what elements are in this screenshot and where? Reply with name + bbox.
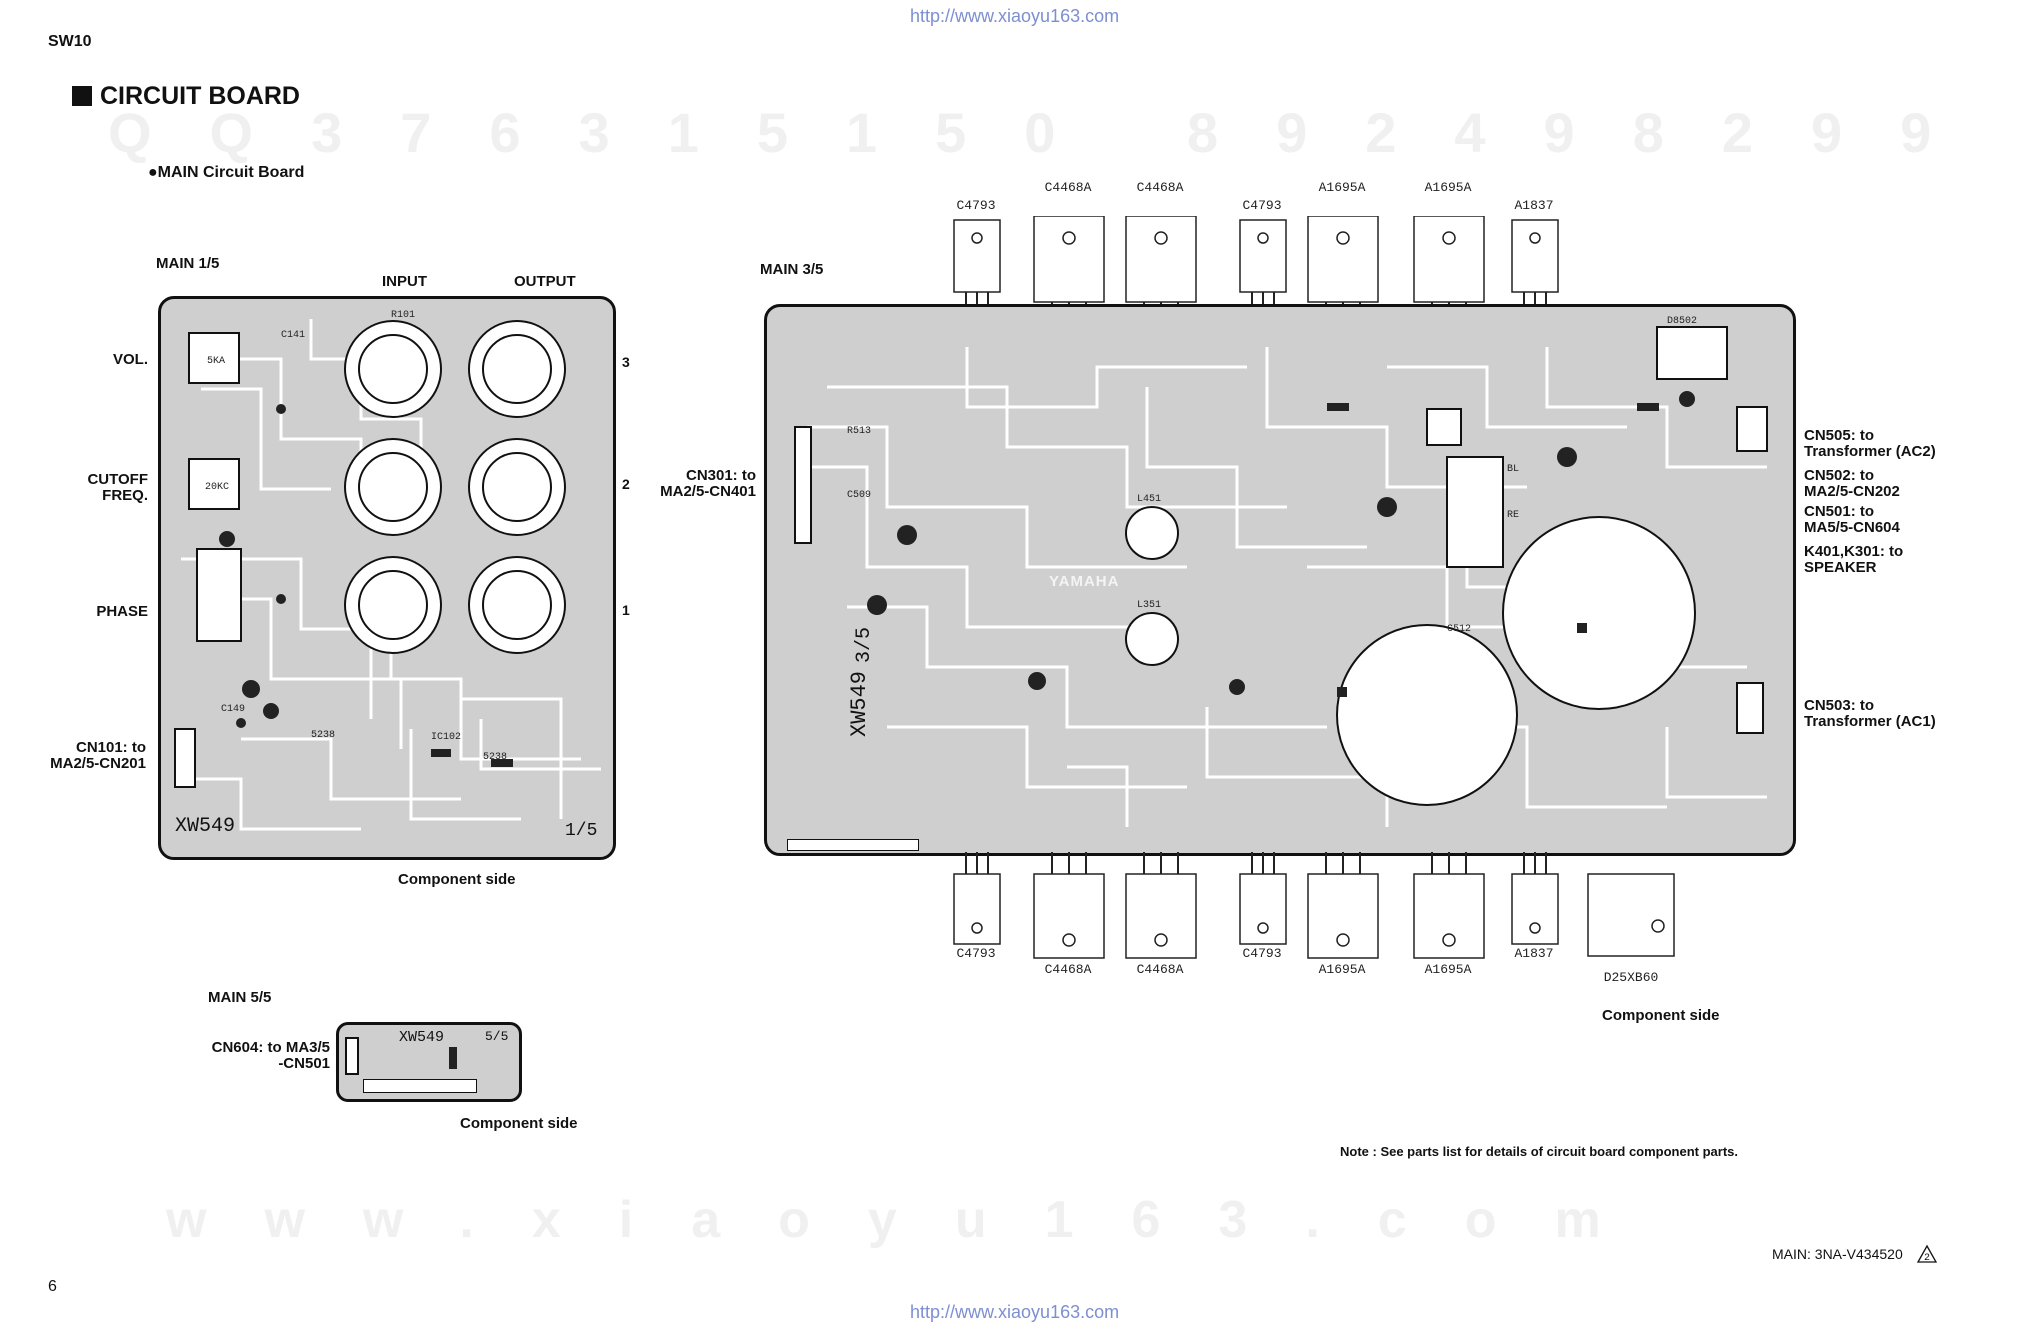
cutoff-label-2: FREQ.	[102, 487, 148, 504]
main15-input-label: INPUT	[382, 273, 427, 290]
doc-code: MAIN: 3NA-V434520	[1772, 1246, 1903, 1262]
phase-label: PHASE	[96, 603, 148, 620]
cn101-label-2: MA2/5-CN201	[50, 755, 146, 772]
top-package-label: C4793	[956, 198, 996, 213]
main55-ul-mark	[363, 1079, 477, 1093]
top-package-label: C4468A	[1136, 180, 1184, 195]
svg-text:5238: 5238	[311, 730, 335, 741]
svg-text:L451: L451	[1137, 494, 1161, 505]
main15-board-fraction: 1/5	[565, 821, 598, 841]
footer-url[interactable]: http://www.xiaoyu163.com	[910, 1302, 1120, 1322]
svg-text:RE: RE	[1507, 510, 1519, 521]
top-package-label: C4468A	[1044, 180, 1092, 195]
main15-board: 5KA 20KC C149 5238 5238 IC102 C141 R101 XW54…	[158, 296, 616, 860]
svg-text:BL: BL	[1507, 464, 1519, 475]
bottom-package-label: C4468A	[1044, 962, 1092, 977]
k401-label-2: SPEAKER	[1804, 559, 1877, 576]
revision-mark: 2	[1924, 1253, 1930, 1264]
watermark-bottom: www.xiaoyu163.com	[166, 1191, 1659, 1249]
main15-board-id: XW549	[175, 815, 236, 838]
cn505-label-1: CN505: to	[1804, 427, 1875, 444]
bottom-package-label: A1837	[1514, 946, 1554, 961]
top-package-outlines	[953, 216, 1559, 324]
revision-triangle-icon: 2	[1916, 1244, 1938, 1264]
output-pin-1: 1	[622, 602, 630, 618]
svg-text:C141: C141	[281, 330, 305, 341]
svg-text:IC102: IC102	[431, 732, 461, 743]
cn604-label-1: CN604: to MA3/5	[211, 1039, 330, 1056]
output-pin-2: 2	[622, 476, 630, 492]
main15-title: MAIN 1/5	[156, 255, 220, 272]
subsection-title: ●MAIN Circuit Board	[148, 164, 305, 181]
svg-text:5238: 5238	[483, 752, 507, 763]
top-package-label: A1695A	[1424, 180, 1472, 195]
main55-board: XW549 5/5	[336, 1022, 522, 1102]
cn301-label-2: MA2/5-CN401	[660, 483, 756, 500]
svg-text:20KC: 20KC	[205, 482, 229, 493]
main15-output-label: OUTPUT	[514, 273, 576, 290]
main35-ul-mark	[787, 839, 919, 851]
svg-text:D8502: D8502	[1667, 316, 1697, 327]
svg-text:C512: C512	[1447, 624, 1471, 635]
top-package-label: A1837	[1514, 198, 1554, 213]
main55-side-caption: Component side	[460, 1115, 578, 1132]
cn502-label-2: MA2/5-CN202	[1804, 483, 1900, 500]
bottom-package-label: C4793	[956, 946, 996, 961]
main55-title: MAIN 5/5	[208, 989, 272, 1006]
cn503-label-1: CN503: to	[1804, 697, 1875, 714]
top-packages: C4793 C4468A C4468A C4793 A1695A A1695A …	[948, 180, 1562, 324]
bottom-package-label: C4468A	[1136, 962, 1184, 977]
svg-text:R513: R513	[847, 426, 871, 437]
main55-board-fraction: 5/5	[485, 1029, 509, 1044]
svg-text:L351: L351	[1137, 600, 1161, 611]
cn604-label-2: -CN501	[278, 1055, 330, 1072]
top-package-label: C4793	[1242, 198, 1282, 213]
main55-component-icon	[449, 1047, 457, 1069]
output-pin-3: 3	[622, 354, 630, 370]
bottom-packages: C4793 C4468A C4468A C4793 A1695A A1695A …	[948, 852, 1678, 992]
top-package-label: A1695A	[1318, 180, 1366, 195]
cn505-label-2: Transformer (AC2)	[1804, 443, 1936, 460]
section-title: CIRCUIT BOARD	[100, 82, 300, 110]
bottom-package-label: D25XB60	[1603, 970, 1659, 985]
yamaha-logo: YAMAHA	[1049, 573, 1120, 590]
cutoff-label-1: CUTOFF	[87, 471, 148, 488]
cn604-connector-icon	[345, 1037, 359, 1075]
svg-text:R101: R101	[391, 310, 415, 321]
cn502-label-1: CN502: to	[1804, 467, 1875, 484]
page-number: 6	[48, 1278, 57, 1295]
cn301-label-1: CN301: to	[685, 467, 756, 484]
main35-title: MAIN 3/5	[760, 261, 824, 278]
main35-side-caption: Component side	[1602, 1007, 1720, 1024]
main15-board-traces: 5KA 20KC C149 5238 5238 IC102 C141 R101	[174, 310, 601, 831]
watermark-top: QQ376315150 892498299	[108, 101, 1990, 164]
cn101-label-1: CN101: to	[75, 739, 146, 756]
bottom-package-outlines	[953, 852, 1675, 959]
svg-text:C149: C149	[221, 704, 245, 715]
main15-side-caption: Component side	[398, 871, 516, 888]
parts-note: Note : See parts list for details of cir…	[1340, 1144, 1739, 1159]
cn503-label-2: Transformer (AC1)	[1804, 713, 1936, 730]
vol-label: VOL.	[112, 351, 148, 368]
bottom-package-label: A1695A	[1424, 962, 1472, 977]
bottom-package-label: C4793	[1242, 946, 1282, 961]
cn501-label-1: CN501: to	[1804, 503, 1875, 520]
model-name: SW10	[48, 33, 92, 50]
k401-label-1: K401,K301: to	[1804, 543, 1904, 560]
header-url[interactable]: http://www.xiaoyu163.com	[910, 6, 1120, 26]
main55-board-id: XW549	[399, 1029, 445, 1046]
svg-text:5KA: 5KA	[207, 356, 225, 367]
main35-board-id: XW549	[847, 670, 872, 737]
section-bullet-icon	[72, 86, 92, 106]
main35-board-fraction: 3/5	[853, 626, 876, 663]
bottom-package-label: A1695A	[1318, 962, 1366, 977]
cn501-label-2: MA5/5-CN604	[1804, 519, 1900, 536]
svg-text:C509: C509	[847, 490, 871, 501]
